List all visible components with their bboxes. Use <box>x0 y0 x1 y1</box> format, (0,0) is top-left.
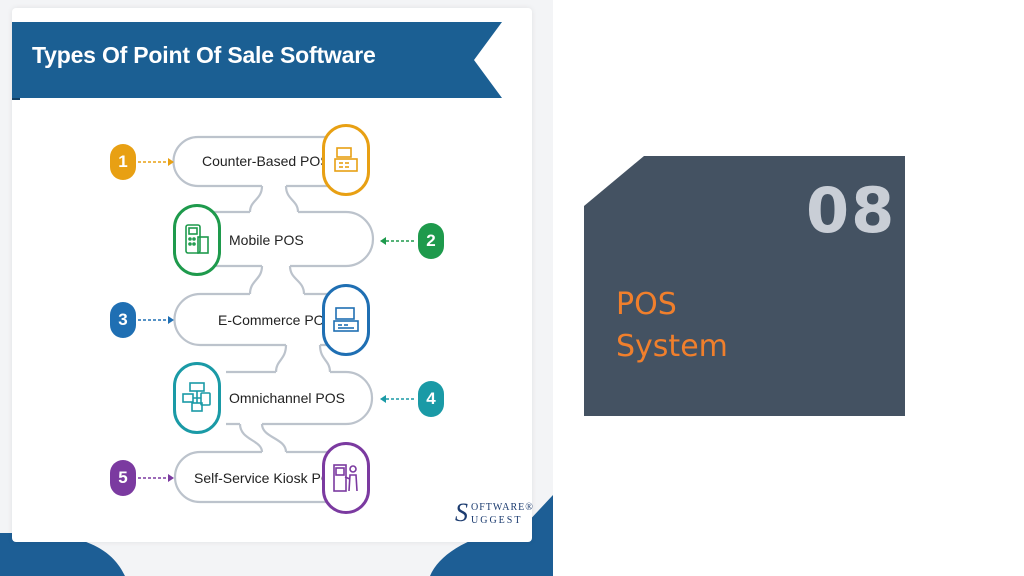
cash-register-icon <box>322 124 370 196</box>
dashed-arrow-right-icon <box>138 316 174 324</box>
dashed-arrow-right-icon <box>138 158 174 166</box>
serpentine-track <box>172 135 375 504</box>
pos-types-infographic: Types Of Point Of Sale Software 1 <box>0 0 553 576</box>
step-number-1: 1 <box>110 144 136 180</box>
item-label-self-service-kiosk: Self-Service Kiosk POS <box>194 470 342 486</box>
omnichannel-devices-icon <box>173 362 221 434</box>
dashed-arrow-right-icon <box>138 474 174 482</box>
section-title: POS System <box>616 284 728 368</box>
kiosk-user-icon <box>322 442 370 514</box>
step-number-4: 4 <box>418 381 444 417</box>
step-number-5: 5 <box>110 460 136 496</box>
dashed-arrow-left-icon <box>380 395 416 403</box>
pos-terminal-icon <box>322 284 370 356</box>
item-label-mobile: Mobile POS <box>229 232 304 248</box>
section-title-line-1: POS <box>616 287 677 322</box>
panel-background <box>584 156 905 416</box>
section-title-line-2: System <box>616 329 728 364</box>
section-panel: 08 POS System <box>584 156 905 416</box>
dashed-arrow-left-icon <box>380 237 416 245</box>
card-terminal-icon <box>173 204 221 276</box>
item-label-omnichannel: Omnichannel POS <box>229 390 345 406</box>
step-number-3: 3 <box>110 302 136 338</box>
infographic-title: Types Of Point Of Sale Software <box>32 42 376 68</box>
section-number: 08 <box>806 174 897 247</box>
item-label-counter-based: Counter-Based POS <box>202 153 330 169</box>
title-banner: Types Of Point Of Sale Software <box>12 22 502 100</box>
step-number-2: 2 <box>418 223 444 259</box>
item-label-ecommerce: E-Commerce POS <box>218 312 334 328</box>
